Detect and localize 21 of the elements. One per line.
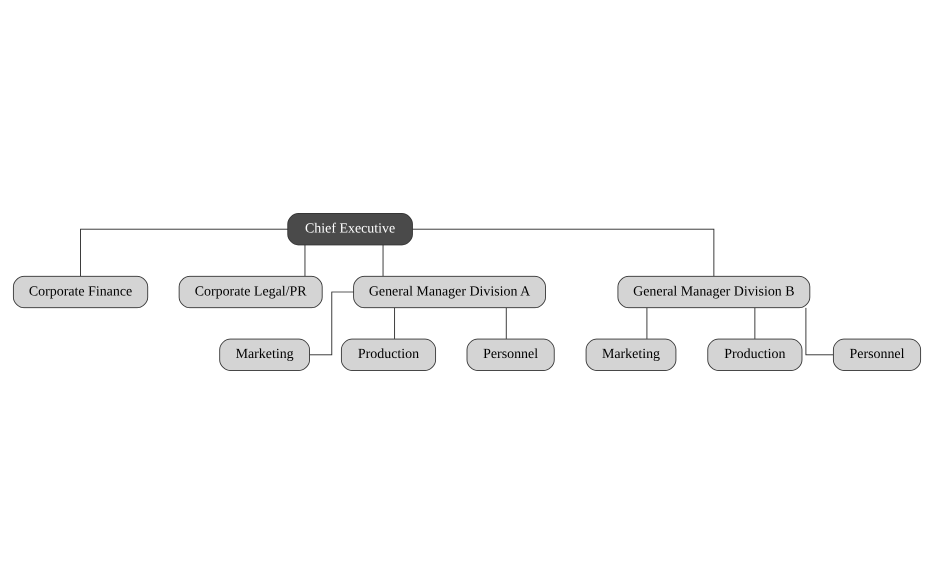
connector: [805, 307, 834, 356]
node-box: Marketing: [219, 338, 310, 371]
connector: [309, 292, 354, 356]
node-box: Marketing: [586, 338, 676, 371]
node-box: Production: [340, 338, 436, 371]
connector: [412, 228, 714, 277]
connector: [80, 228, 288, 277]
connector: [646, 307, 648, 340]
node-box: Personnel: [466, 338, 555, 371]
node-box: Corporate Finance: [12, 276, 148, 308]
node-box: General Manager Division A: [353, 276, 546, 308]
node-box: General Manager Division B: [617, 276, 810, 308]
node-box: Corporate Legal/PR: [178, 276, 323, 308]
connector: [382, 244, 384, 276]
connector: [754, 307, 756, 340]
node-box: Personnel: [832, 338, 922, 371]
node-box: Chief Executive: [287, 213, 413, 246]
connector: [394, 307, 396, 340]
connector: [304, 244, 306, 276]
connector: [506, 307, 507, 340]
node-box: Production: [707, 338, 802, 371]
